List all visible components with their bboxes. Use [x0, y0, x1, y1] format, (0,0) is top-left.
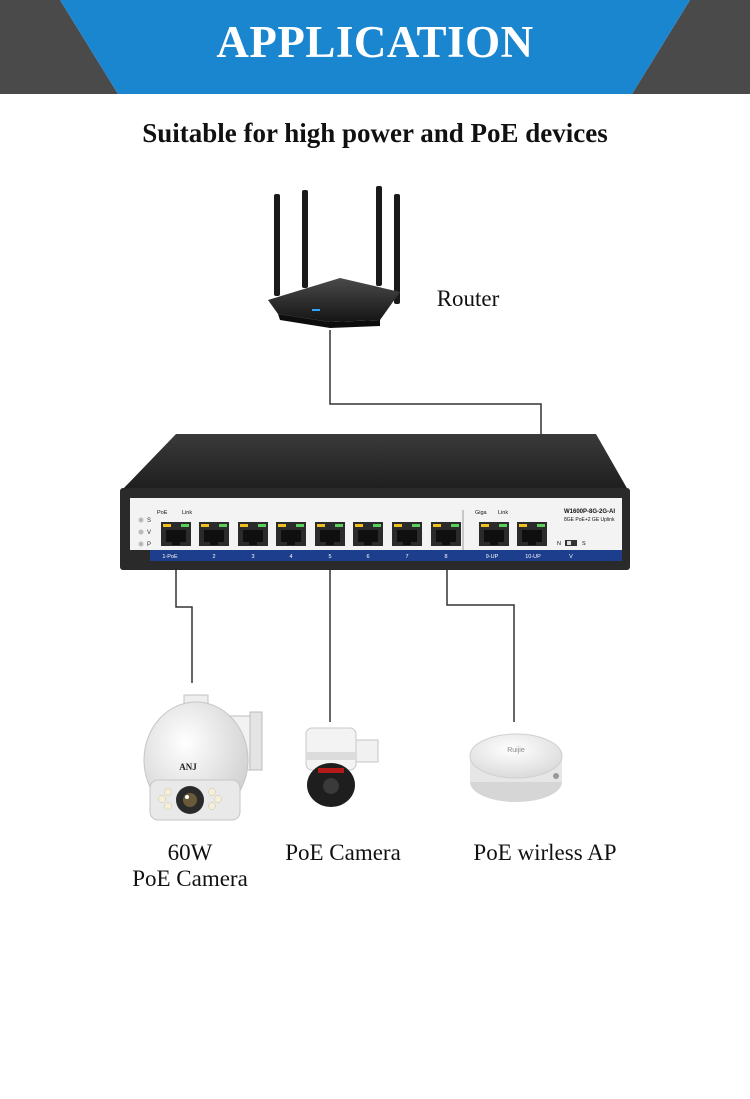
router-icon — [268, 186, 400, 328]
ethernet-port-5 — [315, 522, 345, 546]
port-label: 1-PoE — [162, 554, 178, 560]
cable-port8-ap — [446, 548, 515, 722]
ptz-label-line2: PoE Camera — [132, 866, 248, 891]
ethernet-port-1 — [161, 522, 191, 546]
led-label: S — [147, 518, 151, 524]
port-label: 4 — [289, 554, 292, 560]
banner-title: APPLICATION — [216, 17, 534, 67]
port-label: 3 — [251, 554, 254, 560]
port-label: 8 — [444, 554, 447, 560]
ptz-camera-icon: ANJ — [143, 694, 263, 821]
status-led — [138, 541, 144, 547]
giga-led-label: Giga — [475, 510, 488, 516]
ethernet-port-3 — [238, 522, 268, 546]
switch-letter-n: N — [557, 541, 561, 547]
port-label: 5 — [328, 554, 331, 560]
ethernet-port-4 — [276, 522, 306, 546]
ethernet-port-2 — [199, 522, 229, 546]
ptz-brand: ANJ — [179, 762, 197, 772]
wireless-ap-icon: Ruijie — [469, 733, 563, 802]
ethernet-port-10 — [517, 522, 547, 546]
status-led — [138, 517, 144, 523]
status-led — [138, 529, 144, 535]
port-label: 9-UP — [486, 554, 499, 560]
port-label: 7 — [405, 554, 408, 560]
port-label: 10-UP — [525, 554, 541, 560]
port-label: V — [569, 554, 573, 560]
page-subtitle: Suitable for high power and PoE devices — [142, 118, 608, 148]
camera-label: PoE Camera — [285, 840, 401, 865]
switch-model: W1600P-8G-2G-AI — [564, 509, 615, 515]
link-led-label: Link — [182, 510, 192, 516]
router-label: Router — [436, 286, 500, 311]
header-banner — [0, 0, 750, 94]
ap-brand: Ruijie — [507, 747, 525, 754]
led-label: P — [147, 542, 151, 548]
ptz-label-line1: 60W — [167, 840, 213, 865]
poe-led-label: PoE — [157, 510, 168, 516]
poe-camera-icon — [305, 727, 379, 807]
port-label: 2 — [212, 554, 215, 560]
switch-desc: 8GE PoE+2 GE Uplink — [564, 517, 615, 523]
switch-letter-s: S — [582, 541, 586, 547]
ethernet-port-9 — [479, 522, 509, 546]
ethernet-port-6 — [353, 522, 383, 546]
link-led-label-2: Link — [498, 510, 508, 516]
led-label: V — [147, 530, 151, 536]
ethernet-port-8 — [431, 522, 461, 546]
ethernet-port-7 — [392, 522, 422, 546]
port-label: 6 — [366, 554, 369, 560]
ap-label: PoE wirless AP — [473, 840, 617, 865]
cable-port1-ptz — [175, 548, 193, 683]
